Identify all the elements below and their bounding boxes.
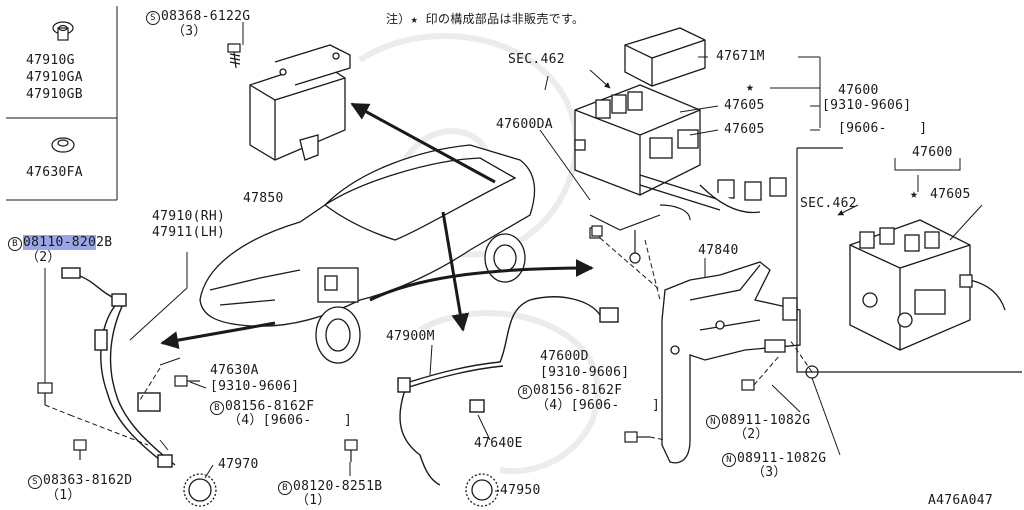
note-text: 注）★ 印の構成部品は非販売です。 — [386, 12, 585, 26]
clip-icon — [52, 21, 74, 41]
star-marker-top: ★ — [746, 80, 755, 95]
label-inset-dates: [9606- ] — [838, 121, 928, 136]
label-bolt-highlighted-qty: （2） — [26, 250, 61, 265]
inset-box — [796, 147, 1022, 373]
cover-47671m — [624, 27, 706, 87]
label-date-range-1: [9310-9606] — [210, 379, 300, 394]
label-bolt-top-qty: （3） — [172, 24, 207, 39]
label-front-sensor: 47630A — [210, 363, 259, 378]
label-actuator-dates: [9310-9606] — [822, 98, 912, 113]
car-body — [199, 144, 536, 364]
label-actuator-bracket: 47600DA — [496, 117, 553, 132]
actuator-bracket-47600da — [589, 204, 691, 264]
label-nut-2-qty: （3） — [752, 465, 787, 480]
label-bolt-rear-qty: （4）[9606- ] — [536, 398, 661, 413]
label-inset-valve: 47605 — [930, 187, 971, 202]
label-rear-harness: 47900M — [386, 329, 435, 344]
label-inset-sec: SEC.462 — [800, 196, 857, 211]
label-bolt-bottom-qty: （1） — [46, 488, 81, 503]
inset-actuator — [849, 219, 1006, 351]
legend-box — [6, 6, 118, 201]
legend-part-2: 47910GA — [26, 70, 83, 85]
label-bracket: 47840 — [698, 243, 739, 258]
label-cover: 47671M — [716, 49, 765, 64]
rear-harness — [397, 296, 619, 486]
bolts-left — [37, 375, 358, 462]
diagram-code: A476A047 — [928, 493, 994, 508]
label-bolt-rear-sensor-qty: （1） — [296, 493, 331, 508]
legend-part-1: 47910G — [26, 53, 75, 68]
front-tone-ring — [183, 473, 217, 507]
bracket-47840 — [661, 261, 801, 464]
label-date-range-2: [9310-9606] — [540, 365, 630, 380]
front-sensor-harness — [61, 267, 176, 468]
pointer-arrows — [160, 102, 594, 350]
label-actuator: 47600 — [838, 83, 879, 98]
star-marker-inset: ★ — [910, 187, 919, 202]
label-rear-sensor: 47640E — [474, 436, 523, 451]
label-sensor-lh: 47911(LH) — [152, 225, 226, 240]
leader-lines — [44, 22, 983, 492]
label-nut-1-qty: （2） — [734, 427, 769, 442]
label-rear-tone-ring: 47950 — [500, 483, 541, 498]
label-valve-b: 47605 — [724, 122, 765, 137]
label-front-tone-ring: 47970 — [218, 457, 259, 472]
bolt-top — [227, 43, 241, 69]
ecu-module — [249, 44, 351, 161]
label-sensor-rh: 47910(RH) — [152, 209, 226, 224]
label-inset-part: 47600 — [912, 145, 953, 160]
rear-tone-ring — [465, 473, 499, 507]
grommet-icon — [51, 137, 75, 153]
highlighted-part-number: 08110-820 — [23, 235, 97, 250]
label-ecu: 47850 — [243, 191, 284, 206]
label-valve-a: 47605 — [724, 98, 765, 113]
dashed-guides — [44, 237, 813, 446]
label-sec-top: SEC.462 — [508, 52, 565, 67]
legend-part-4: 47630FA — [26, 165, 83, 180]
legend-part-3: 47910GB — [26, 87, 83, 102]
label-rear-unit: 47600D — [540, 349, 589, 364]
label-bolt-front-qty: （4）[9606- ] — [228, 413, 353, 428]
bracket-braces — [894, 158, 961, 171]
